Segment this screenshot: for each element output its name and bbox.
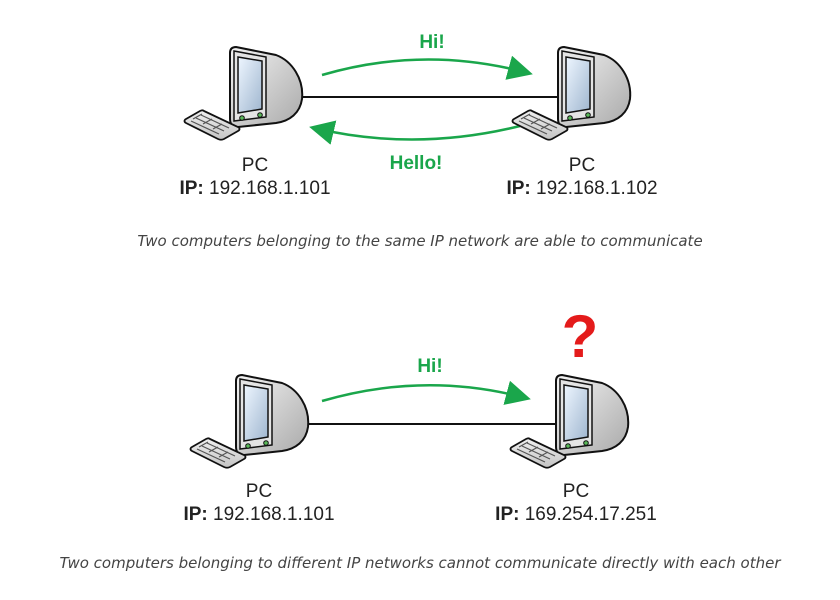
ip-key-label: IP: xyxy=(506,178,531,199)
ip-value: 192.168.1.101 xyxy=(209,178,331,199)
computer-icon-right-1 xyxy=(511,46,632,141)
pc-label-left-2: PC xyxy=(245,481,273,502)
ip-address-left-2: IP: 192.168.1.101 xyxy=(183,504,334,526)
pc-label-right-2: PC xyxy=(562,481,590,502)
ip-key-label: IP: xyxy=(179,178,204,199)
ip-address-left-1: IP: 192.168.1.101 xyxy=(179,178,330,200)
ip-value: 169.254.17.251 xyxy=(524,504,657,525)
ip-value: 192.168.1.102 xyxy=(536,178,658,199)
message-hi-2: Hi! xyxy=(417,356,443,377)
message-hi-1: Hi! xyxy=(419,32,445,53)
caption-same-network: Two computers belonging to the same IP n… xyxy=(137,232,703,250)
ip-address-right-1: IP: 192.168.1.102 xyxy=(506,178,657,200)
ip-key-label: IP: xyxy=(183,504,208,525)
ip-value: 192.168.1.101 xyxy=(213,504,335,525)
computer-icon-left-1 xyxy=(183,46,304,141)
computer-icon-right-2 xyxy=(509,374,630,469)
arrow-hi-1 xyxy=(321,55,533,80)
pc-label-left-1: PC xyxy=(241,155,269,176)
caption-different-network: Two computers belonging to different IP … xyxy=(59,554,781,572)
ip-address-right-2: IP: 169.254.17.251 xyxy=(495,504,657,526)
arrow-hi-2 xyxy=(321,380,531,405)
computer-icon-left-2 xyxy=(189,374,310,469)
pc-label-right-1: PC xyxy=(568,155,596,176)
arrow-hello-1 xyxy=(309,120,521,145)
message-hello-1: Hello! xyxy=(389,153,443,174)
ip-key-label: IP: xyxy=(495,504,520,525)
question-mark-icon: ? xyxy=(561,303,599,370)
